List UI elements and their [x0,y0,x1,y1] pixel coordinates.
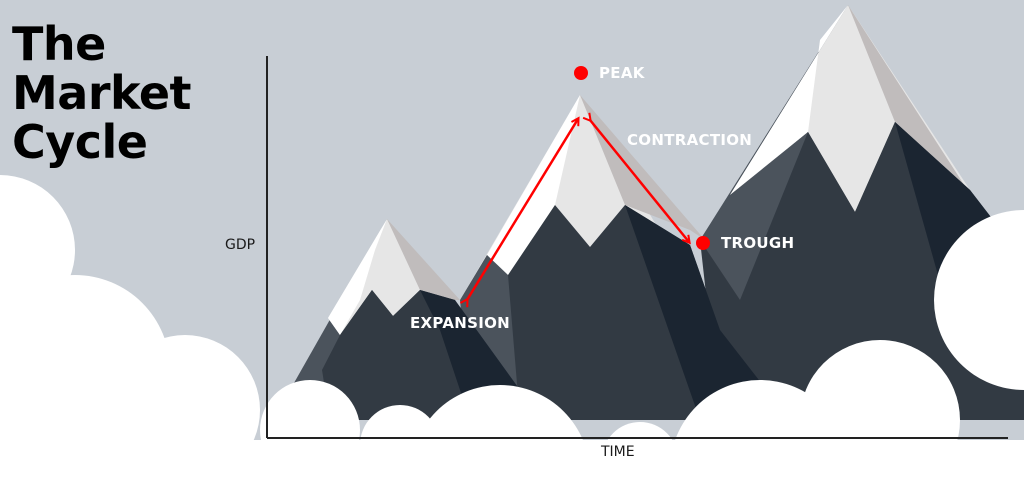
trough-dot [696,236,710,250]
peak-dot [574,66,588,80]
x-axis-label: TIME [601,444,635,460]
y-axis-label: GDP [225,237,256,253]
page-title: The Market Cycle [12,17,192,169]
title-line-3: Cycle [12,115,148,169]
clouds [0,175,1024,480]
contraction-arrow [590,120,689,242]
peak-label: PEAK [599,64,645,82]
contraction-label: CONTRACTION [627,131,753,149]
expansion-label: EXPANSION [410,314,510,332]
expansion-arrow [467,119,578,300]
title-line-1: The [12,17,106,71]
trough-label: TROUGH [721,234,795,252]
title-line-2: Market [12,66,192,120]
